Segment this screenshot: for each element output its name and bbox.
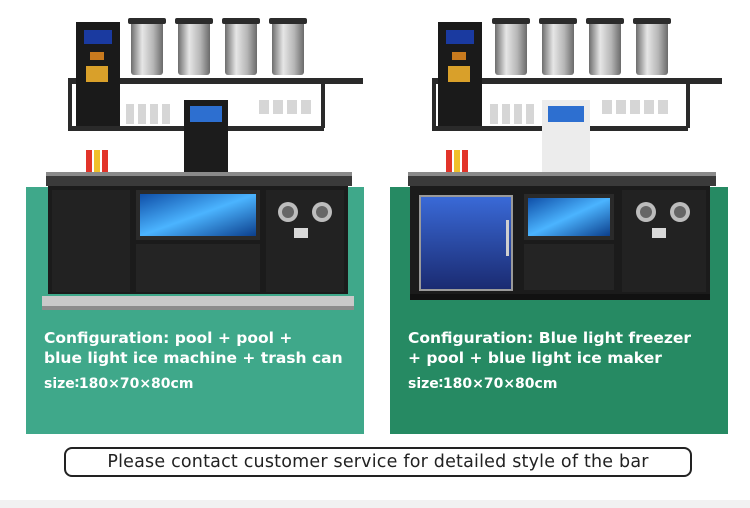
product-size: size∶180×70×80cm [44, 376, 194, 392]
bar-counter-image [42, 18, 363, 310]
product-configuration: Configuration: Blue light freezer + pool… [408, 329, 692, 367]
product-configuration: Configuration: pool + pool + blue light … [44, 329, 343, 367]
product-size: size∶180×70×80cm [408, 376, 558, 392]
bar-counter-image [408, 18, 722, 300]
product-card-1: Configuration: pool + pool + blue light … [26, 0, 364, 434]
product-card-2: Configuration: Blue light freezer + pool… [390, 0, 728, 434]
contact-notice: Please contact customer service for deta… [64, 447, 692, 477]
bottom-divider [0, 500, 750, 508]
